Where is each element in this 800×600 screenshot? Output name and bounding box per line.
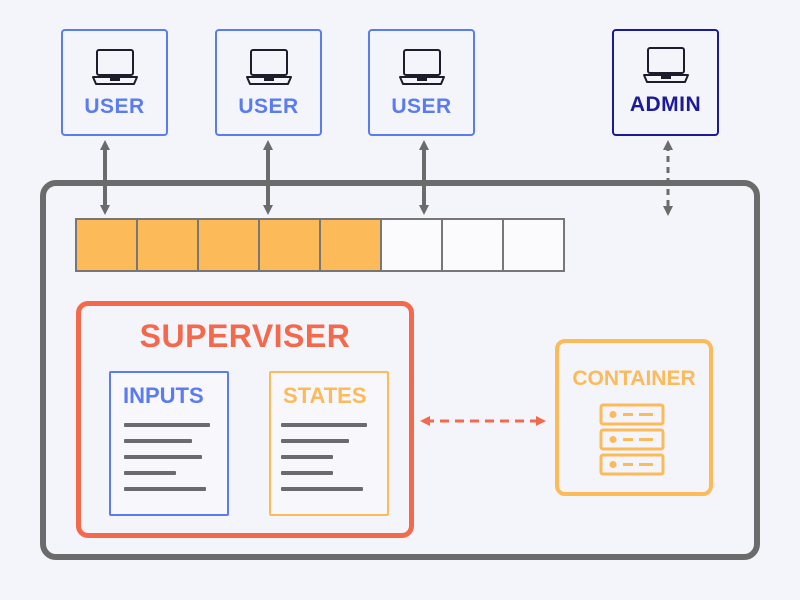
container-title: CONTAINER	[572, 367, 696, 390]
text-line	[281, 487, 363, 491]
laptop-icon	[398, 49, 445, 85]
inputs-title: INPUTS	[123, 383, 204, 408]
container-box	[555, 339, 713, 496]
queue-slot-empty	[441, 218, 504, 272]
user-card[interactable]: USER	[215, 29, 322, 136]
server-icon	[599, 403, 665, 476]
queue-slot-filled	[197, 218, 260, 272]
text-line	[281, 455, 333, 459]
user-card[interactable]: USER	[368, 29, 475, 136]
user-label: USER	[84, 95, 145, 118]
user-card[interactable]: USER	[61, 29, 168, 136]
queue-slot-empty	[502, 218, 565, 272]
superviser-title: SUPERVISER	[139, 318, 351, 354]
states-document: STATES	[269, 371, 389, 516]
states-title: STATES	[283, 383, 367, 408]
queue-slot-filled	[75, 218, 138, 272]
laptop-icon	[245, 49, 292, 85]
text-line	[281, 471, 333, 475]
text-line	[281, 439, 349, 443]
admin-card[interactable]: ADMIN	[612, 29, 719, 136]
admin-label: ADMIN	[629, 93, 702, 116]
text-line	[124, 455, 202, 459]
text-line	[281, 423, 367, 427]
inputs-document: INPUTS	[109, 371, 229, 516]
text-line	[124, 423, 210, 427]
laptop-icon	[642, 47, 689, 83]
laptop-icon	[91, 49, 138, 85]
text-line	[124, 487, 206, 491]
user-label: USER	[238, 95, 299, 118]
text-line	[124, 439, 192, 443]
text-line	[124, 471, 176, 475]
user-label: USER	[391, 95, 452, 118]
superviser-box	[76, 301, 414, 538]
request-queue	[75, 218, 579, 272]
